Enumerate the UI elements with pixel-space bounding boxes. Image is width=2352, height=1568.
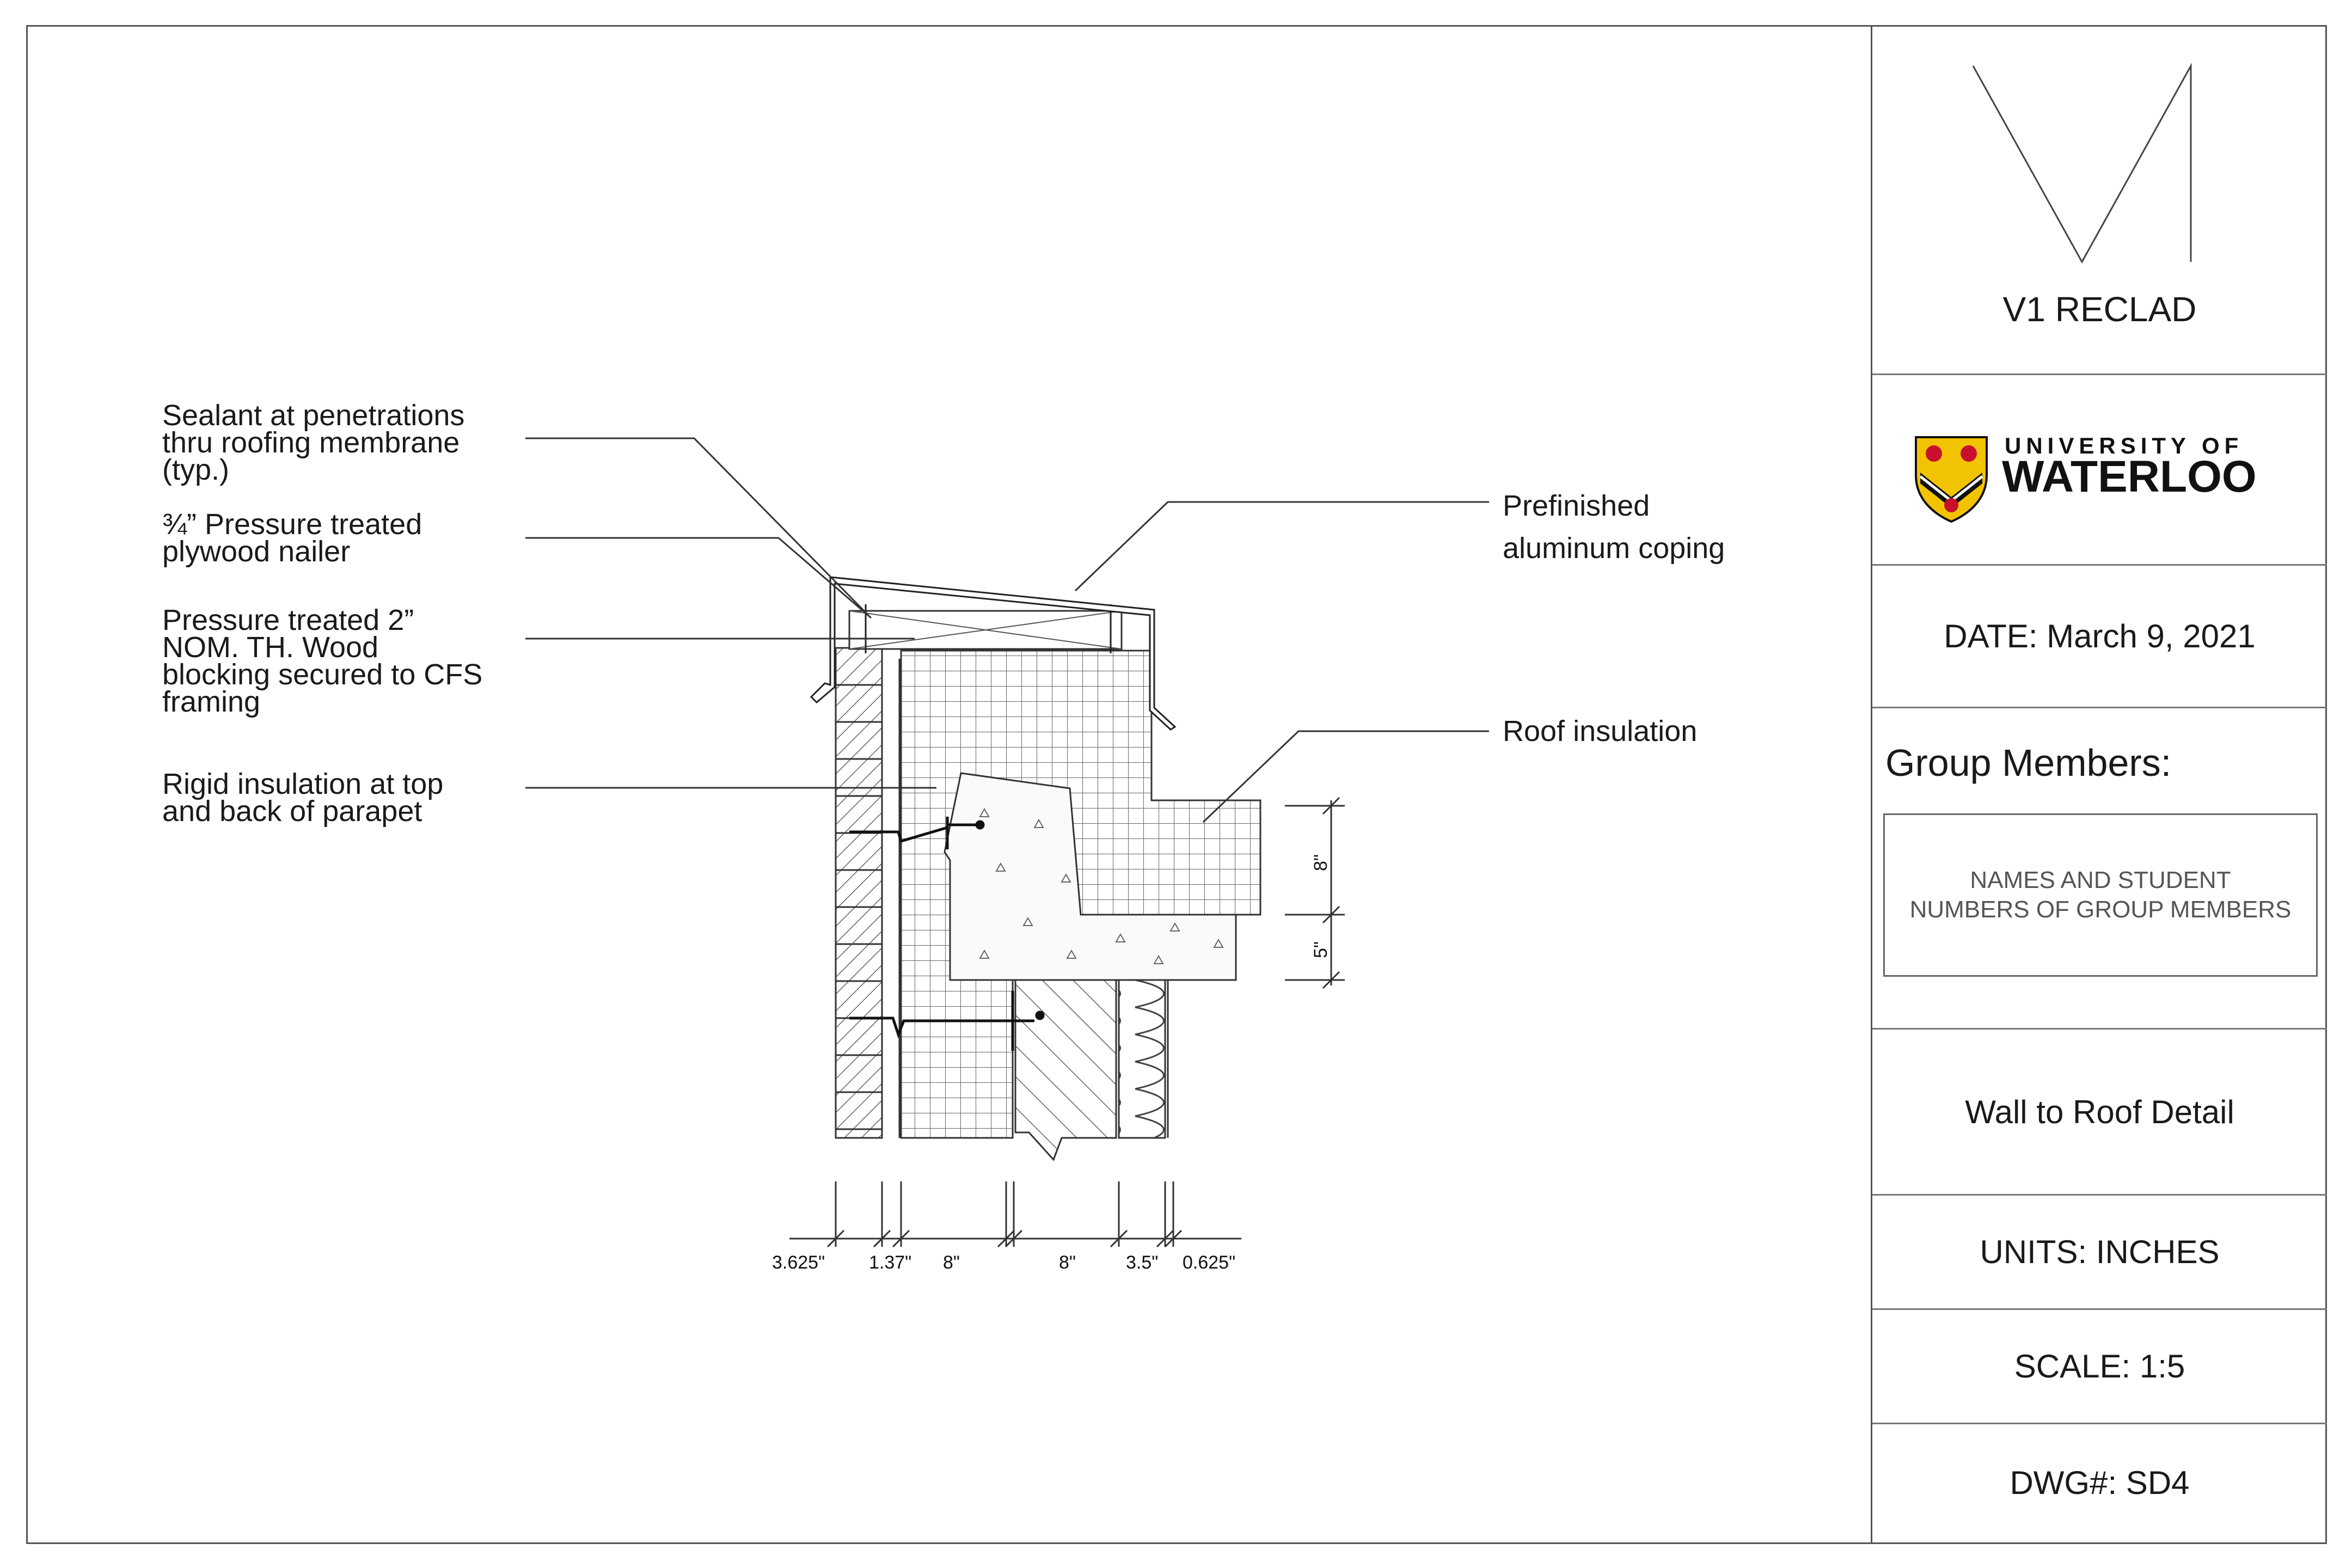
group-cell: Group Members: NAMES AND STUDENT NUMBERS…	[1872, 708, 2327, 1030]
callout-roof-insulation: Roof insulation	[1503, 715, 1698, 748]
dim-h-1: 3.625"	[772, 1252, 825, 1273]
svg-text:WATERLOO: WATERLOO	[2002, 452, 2257, 501]
units: UNITS: INCHES	[1980, 1234, 2220, 1270]
brick-ties	[849, 817, 1045, 1051]
group-members-box: NAMES AND STUDENT NUMBERS OF GROUP MEMBE…	[1883, 813, 2318, 977]
callout-sealant: Sealant at penetrations thru roofing mem…	[162, 399, 465, 486]
dim-h-3: 8"	[943, 1252, 960, 1273]
waterloo-logo: UNIVERSITY OF WATERLOO	[1914, 433, 2257, 523]
scale-cell: SCALE: 1:5	[1872, 1310, 2327, 1424]
dim-h-2: 1.37"	[869, 1252, 911, 1273]
dim-h-6: 0.625"	[1183, 1252, 1235, 1273]
group-members-placeholder: NAMES AND STUDENT NUMBERS OF GROUP MEMBE…	[1909, 867, 2292, 923]
aluminum-coping	[810, 576, 1177, 731]
callout-aluminum-coping: Prefinished aluminum coping	[1503, 489, 1725, 565]
title-block: V1 RECLAD UNIVERSITY OF WATERLOO DATE: M…	[1871, 25, 2327, 1544]
wood-blocking	[848, 604, 1123, 653]
drawing-title-cell: Wall to Roof Detail	[1872, 1030, 2327, 1196]
svg-text:UNIVERSITY OF: UNIVERSITY OF	[2005, 433, 2243, 458]
scale: SCALE: 1:5	[2014, 1348, 2185, 1385]
v1-project-mark	[1972, 63, 2192, 264]
project-cell: V1 RECLAD	[1872, 25, 2327, 375]
vertical-dimension-lines	[1285, 797, 1345, 989]
brick-veneer	[835, 647, 883, 1139]
dim-h-4: 8"	[1059, 1252, 1076, 1273]
group-members-heading: Group Members:	[1885, 742, 2172, 784]
logo-cell: UNIVERSITY OF WATERLOO	[1872, 375, 2327, 566]
horizontal-dimension-lines	[789, 1181, 1241, 1248]
dim-h-5: 3.5"	[1126, 1252, 1158, 1273]
drawing-sheet	[26, 25, 2327, 1544]
wall-roof-detail-drawing: 3.625" 1.37" 8" 8" 3.5" 0.625" 8" 5"	[525, 437, 1489, 1273]
dim-v-1: 8"	[1310, 854, 1331, 871]
concrete-slab	[944, 772, 1237, 981]
project-name: V1 RECLAD	[2002, 290, 2197, 329]
batt-insulation	[1118, 979, 1166, 1139]
drawing-title: Wall to Roof Detail	[1965, 1093, 2234, 1130]
drawing-number: DWG#: SD4	[2010, 1464, 2190, 1501]
callout-rigid-insulation: Rigid insulation at top and back of para…	[162, 768, 444, 828]
date-cell: DATE: March 9, 2021	[1872, 566, 2327, 708]
dim-v-2: 5"	[1310, 941, 1331, 958]
dwg-cell: DWG#: SD4	[1872, 1424, 2327, 1541]
drawing-date: DATE: March 9, 2021	[1944, 618, 2256, 654]
units-cell: UNITS: INCHES	[1872, 1196, 2327, 1310]
callout-wood-blocking: Pressure treated 2” NOM. TH. Wood blocki…	[162, 604, 483, 718]
callout-plywood-nailer: ¾” Pressure treated plywood nailer	[162, 508, 422, 568]
cfs-framing	[1014, 979, 1117, 1161]
